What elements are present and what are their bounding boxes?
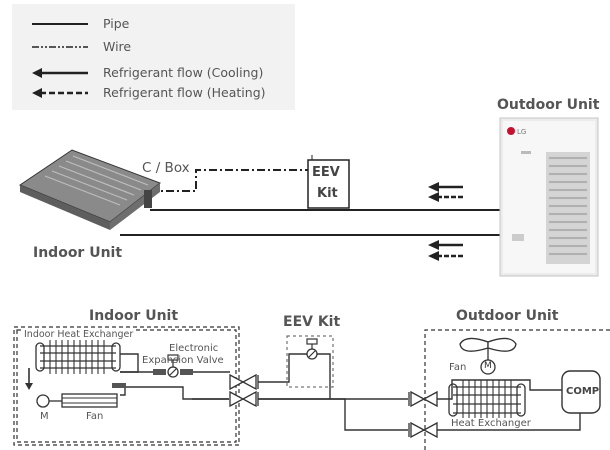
outdoor-fan-label: Fan bbox=[449, 362, 467, 373]
eev-kit-valve-icon bbox=[306, 338, 318, 360]
heating-flow-arrow-icon bbox=[32, 88, 88, 98]
legend-item-cooling-flow: Refrigerant flow (Cooling) bbox=[12, 63, 295, 83]
cooling-flow-arrow-icon bbox=[32, 68, 88, 78]
compressor-label: COMP bbox=[566, 386, 600, 397]
legend-label: Refrigerant flow (Heating) bbox=[103, 85, 266, 100]
motor-icon bbox=[36, 394, 50, 408]
eev-kit-line1: EEV bbox=[312, 165, 340, 180]
indoor-service-valves-icon bbox=[229, 373, 259, 408]
airflow-down-arrow-icon bbox=[25, 368, 33, 390]
outdoor-service-valves-icon bbox=[408, 390, 438, 439]
refrigerant-pipes bbox=[120, 353, 581, 431]
outdoor-heat-exchanger bbox=[448, 380, 526, 420]
indoor-eev-valve-icon bbox=[167, 354, 179, 378]
outdoor-motor-icon bbox=[480, 359, 496, 375]
outdoor-heat-exchanger-label: Heat Exchanger bbox=[451, 418, 531, 429]
legend-label: Refrigerant flow (Cooling) bbox=[103, 65, 264, 80]
compressor-icon bbox=[561, 370, 601, 414]
legend-item-wire: Wire bbox=[12, 37, 295, 57]
legend: Pipe Wire Refrigerant flow (Cooling) Ref… bbox=[12, 4, 295, 110]
indoor-unit-frame bbox=[13, 326, 240, 446]
legend-item-pipe: Pipe bbox=[12, 14, 295, 34]
motor-label: M bbox=[40, 411, 49, 422]
wire-line-icon bbox=[32, 46, 88, 48]
eev-kit-line2: Kit bbox=[317, 186, 338, 201]
svg-text:LG: LG bbox=[517, 128, 526, 136]
eev-kit-box bbox=[307, 159, 350, 209]
indoor-fan-label: Fan bbox=[86, 411, 104, 422]
pipe-line-icon bbox=[32, 23, 88, 25]
outdoor-fan-icon bbox=[459, 337, 517, 375]
indoor-unit-image bbox=[18, 149, 162, 230]
indoor-fan-icon bbox=[61, 393, 118, 408]
legend-item-heating-flow: Refrigerant flow (Heating) bbox=[12, 83, 295, 103]
bottom-indoor-unit-label: Indoor Unit bbox=[89, 308, 179, 324]
eev-label-line1: Electronic bbox=[169, 343, 219, 354]
indoor-unit-label: Indoor Unit bbox=[33, 245, 123, 261]
eev-kit-frame bbox=[286, 335, 334, 388]
legend-label: Pipe bbox=[103, 16, 130, 31]
eev-label-line2: Expansion Valve bbox=[142, 355, 224, 366]
control-wire bbox=[150, 169, 308, 192]
indoor-heat-exchanger bbox=[35, 340, 121, 374]
outdoor-unit-frame bbox=[424, 329, 610, 450]
lg-logo-icon bbox=[507, 127, 515, 135]
bottom-eev-kit-label: EEV Kit bbox=[283, 314, 341, 330]
outdoor-unit-image: LG bbox=[499, 117, 599, 277]
bottom-outdoor-unit-label: Outdoor Unit bbox=[456, 308, 559, 324]
outdoor-motor-label: M bbox=[484, 361, 492, 371]
outdoor-unit-label: Outdoor Unit bbox=[497, 97, 600, 113]
legend-label: Wire bbox=[103, 39, 132, 54]
indoor-heat-exchanger-label: Indoor Heat Exchanger bbox=[24, 329, 134, 340]
cbox-label: C / Box bbox=[142, 160, 190, 176]
upper-flow-arrows bbox=[428, 182, 463, 202]
lower-flow-arrows bbox=[428, 240, 463, 261]
